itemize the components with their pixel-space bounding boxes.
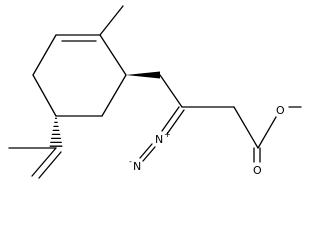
diazo-double-bond-a (161, 106, 180, 132)
diazo-n2-charge: - (129, 157, 132, 166)
hashed-wedge-bond-isopropenyl (49, 117, 63, 147)
ring-bond-c1-c2 (99, 34, 127, 76)
ester-bond-c-o (257, 116, 277, 149)
isopropenyl-double-bond-outer (31, 147, 57, 177)
chemical-structure-diagram: N + N - O O (8, 5, 302, 179)
carbonyl-oxygen-label: O (253, 164, 262, 177)
ring-bond-c5-c6 (32, 34, 57, 76)
diazo-n2-label: N (133, 160, 141, 173)
diazo-double-bond-b (166, 109, 185, 135)
diazo-triple-bond-a (139, 143, 153, 159)
ring-bond-c2-c3 (101, 74, 127, 117)
diazo-triple-bond-b (142, 146, 156, 162)
bold-wedge-bond-side-chain (126, 71, 160, 79)
chain-bond-ch2-c (159, 74, 183, 108)
methyl-bond (99, 5, 124, 36)
ring-bond-c4-c5 (32, 74, 57, 117)
chain-bond-ch2-co (233, 106, 259, 149)
isopropenyl-double-bond-inner (38, 151, 62, 179)
diazo-n1-charge: + (164, 130, 171, 139)
diazo-n1-label: N (155, 133, 163, 146)
ester-oxygen-label: O (276, 104, 285, 117)
